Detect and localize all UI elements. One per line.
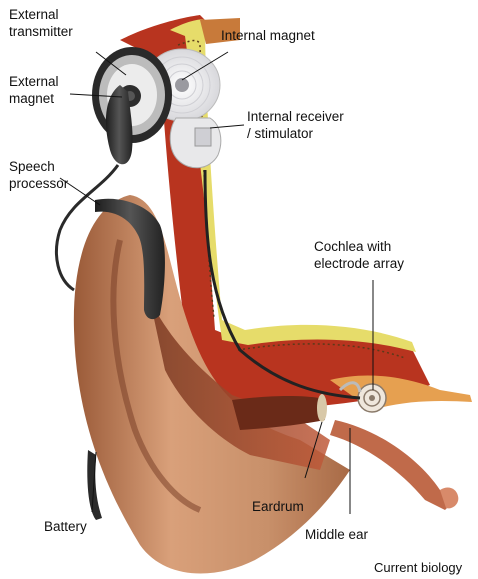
label-middle-ear: Middle ear [305, 526, 368, 543]
label-external-magnet: External magnet [9, 73, 59, 107]
label-external-transmitter: External transmitter [9, 6, 73, 40]
label-speech-processor: Speech processor [9, 158, 68, 192]
label-cochlea: Cochlea with electrode array [314, 238, 404, 272]
canal-to-neck [330, 420, 458, 510]
eardrum-shape [317, 394, 327, 422]
cochlea-area [330, 375, 472, 412]
label-internal-receiver: Internal receiver / stimulator [247, 108, 344, 142]
label-battery: Battery [44, 518, 87, 535]
label-eardrum: Eardrum [252, 498, 304, 515]
source-credit: Current biology [374, 560, 462, 575]
ear-canal [232, 394, 327, 430]
label-internal-magnet: Internal magnet [221, 27, 315, 44]
